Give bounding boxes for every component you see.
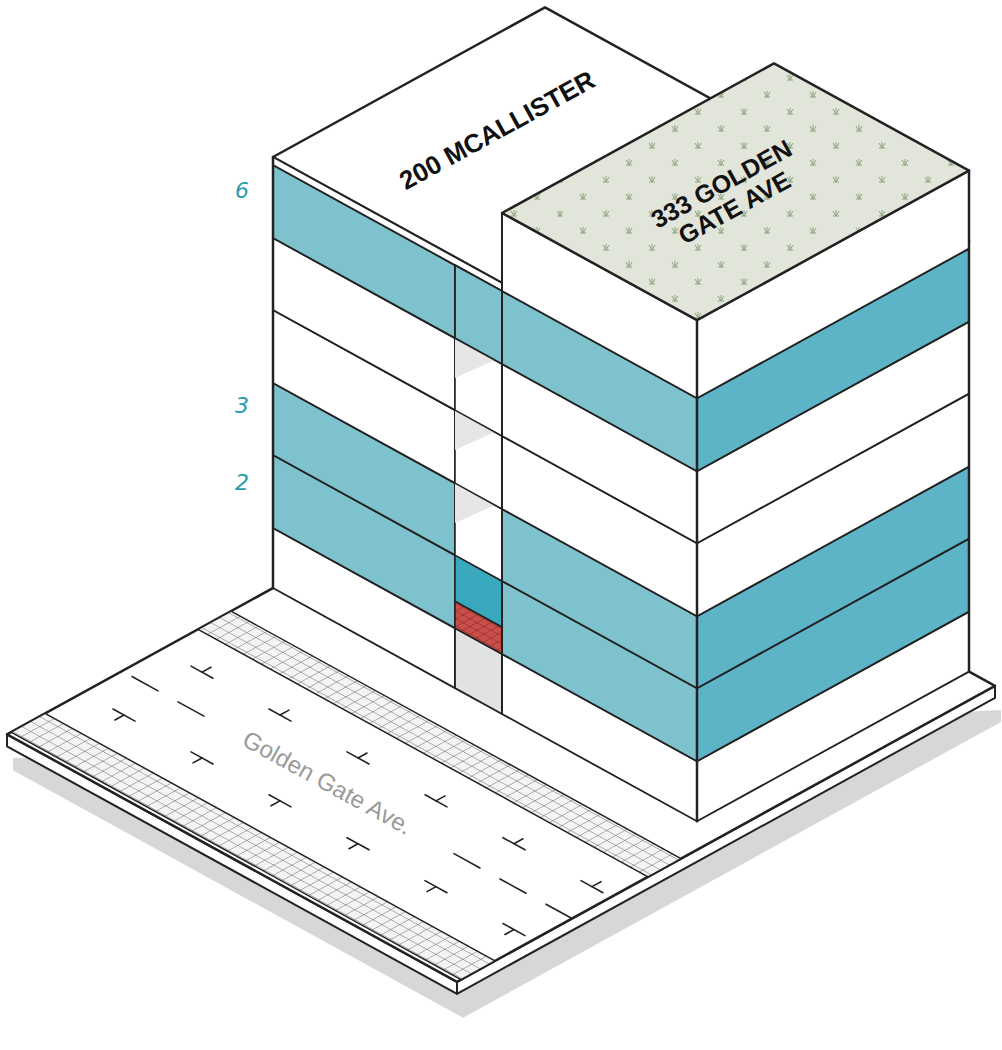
floor-number: 6	[235, 178, 249, 203]
center-dash	[178, 702, 204, 716]
center-dash	[546, 904, 572, 918]
lane-tick	[592, 882, 601, 887]
lane-tick	[505, 930, 514, 935]
lane-tick	[193, 758, 202, 763]
parapet	[273, 157, 502, 291]
lane-tick	[514, 839, 523, 844]
lane-tick	[202, 667, 211, 672]
lane-mark	[503, 838, 525, 850]
lane-tick	[427, 887, 436, 892]
lane-mark	[269, 709, 291, 721]
lane-mark	[347, 752, 369, 764]
lane-tick	[358, 753, 367, 758]
floor-number: 3	[235, 393, 249, 418]
lane-mark	[581, 881, 603, 893]
center-dash	[132, 677, 158, 691]
lane-tick	[115, 715, 124, 720]
lane-tick	[436, 796, 445, 801]
building-edge	[272, 157, 275, 588]
lane-mark	[191, 666, 213, 678]
lane-tick	[271, 801, 280, 806]
building-edge	[696, 320, 699, 821]
lane-mark	[503, 924, 525, 936]
building-edge	[968, 171, 971, 672]
floor-number: 2	[235, 470, 249, 495]
lane-mark	[425, 881, 447, 893]
lane-mark	[425, 795, 447, 807]
lane-mark	[347, 838, 369, 850]
sidewalk	[11, 713, 495, 979]
lane-tick	[349, 844, 358, 849]
lane-mark	[269, 795, 291, 807]
lane-mark	[191, 752, 213, 764]
center-dash	[454, 854, 480, 868]
outlines	[273, 157, 969, 821]
bridge-band	[455, 265, 502, 364]
building-edge	[501, 213, 503, 714]
floor-band	[273, 165, 455, 338]
center-dash	[500, 879, 526, 893]
front-building	[502, 63, 969, 821]
lane-tick	[280, 710, 289, 715]
lane-mark	[113, 709, 135, 721]
